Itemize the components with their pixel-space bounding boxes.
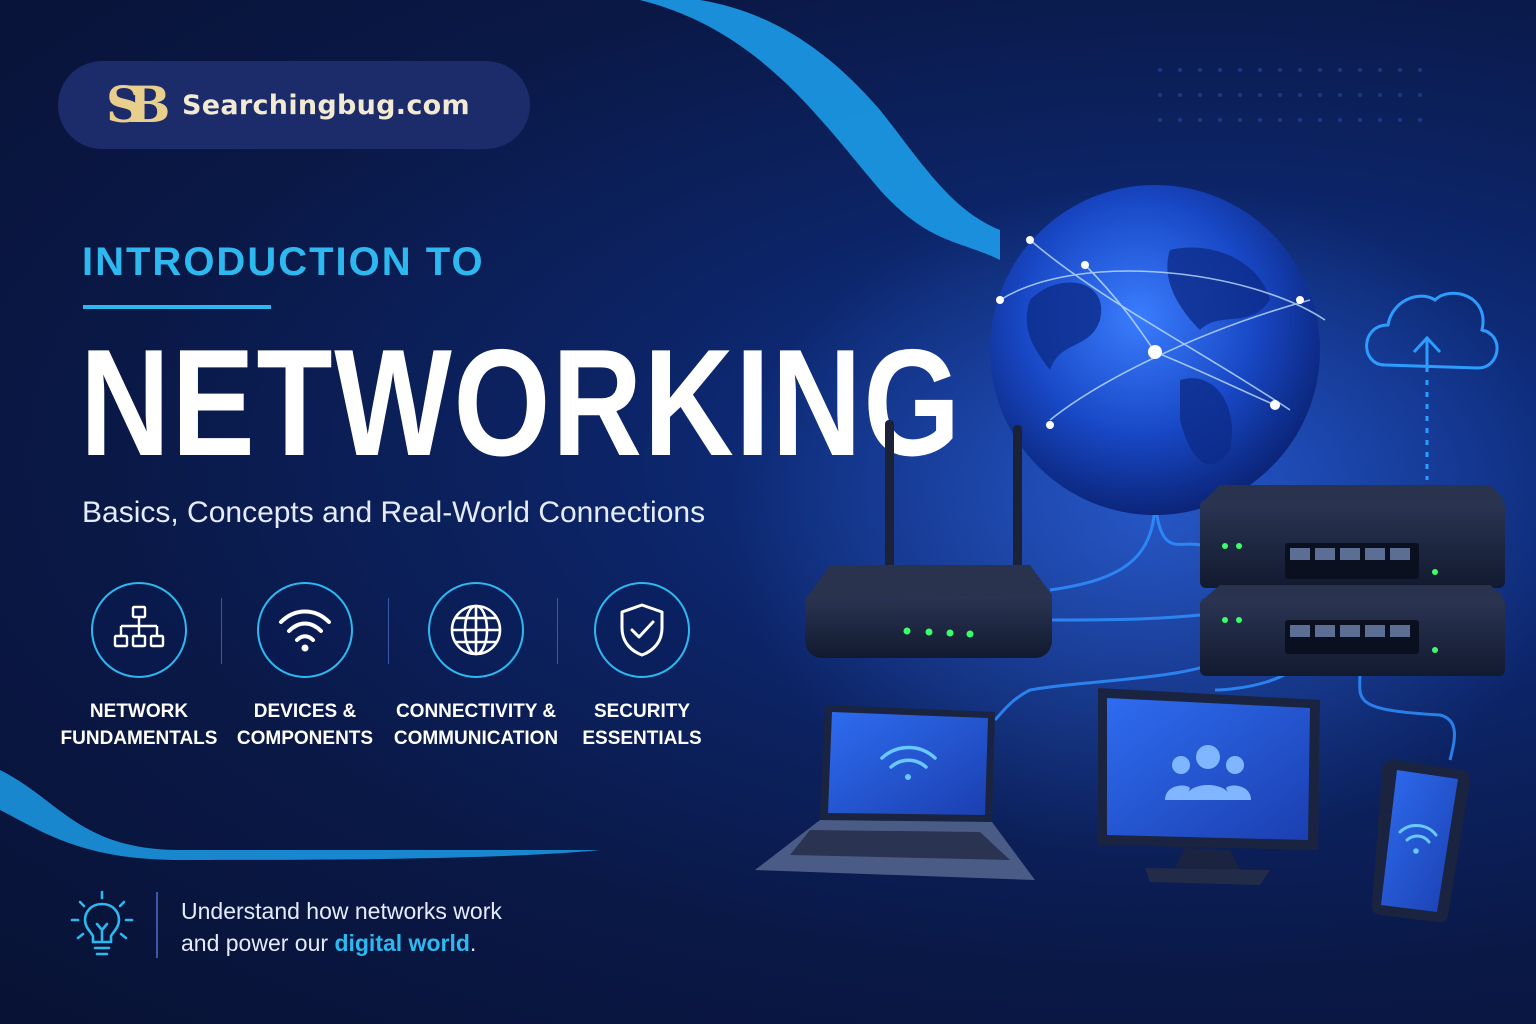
- wifi-icon: [279, 609, 331, 652]
- tip-line-1: Understand how networks work: [181, 898, 502, 924]
- feature-divider: [221, 598, 222, 664]
- router-illustration: [805, 420, 1052, 658]
- feature-icon-circle: [257, 582, 353, 678]
- feature-label: DEVICES & COMPONENTS: [236, 701, 374, 749]
- network-switch-top: [1200, 485, 1505, 588]
- hierarchy-icon: [113, 605, 165, 648]
- feature-divider: [388, 598, 389, 664]
- laptop-illustration: [755, 705, 1035, 880]
- users-group-icon: [1165, 745, 1251, 800]
- globe-icon: [450, 604, 502, 656]
- feature-label: NETWORK FUNDAMENTALS: [60, 701, 218, 749]
- monitor-illustration: [1098, 688, 1320, 885]
- phone-wifi-icon: [1398, 824, 1438, 854]
- lightbulb-icon: [70, 890, 134, 956]
- feature-icon-circle: [594, 582, 690, 678]
- brand-logo-pill[interactable]: SB Searchingbug.com: [58, 61, 530, 149]
- shield-check-icon: [620, 603, 664, 657]
- smartphone-illustration: [1371, 759, 1470, 923]
- tip-divider: [156, 892, 158, 958]
- feature-icon-circle: [428, 582, 524, 678]
- laptop-wifi-icon: [880, 745, 937, 780]
- tip-line-2-prefix: and power our: [181, 930, 335, 956]
- hero-subtitle: Basics, Concepts and Real-World Connecti…: [82, 496, 706, 529]
- globe-illustration: [990, 185, 1326, 515]
- kicker-underline: [83, 305, 271, 309]
- feature-label: SECURITY ESSENTIALS: [582, 701, 702, 749]
- tip-line-2: and power our digital world.: [181, 927, 502, 959]
- feature-network-fundamentals: NETWORK FUNDAMENTALS: [39, 582, 239, 752]
- tip-highlight: digital world: [334, 930, 470, 956]
- hero-title: NETWORKING: [80, 318, 962, 488]
- feature-divider: [557, 598, 558, 664]
- brand-name: Searchingbug.com: [182, 89, 470, 121]
- tip-text: Understand how networks work and power o…: [181, 895, 502, 959]
- feature-devices-components: DEVICES & COMPONENTS: [205, 582, 405, 752]
- hero-kicker: INTRODUCTION TO: [82, 240, 485, 284]
- feature-connectivity-communication: CONNECTIVITY & COMMUNICATION: [376, 582, 576, 752]
- cloud-upload-icon: [1365, 291, 1499, 480]
- feature-icon-circle: [91, 582, 187, 678]
- feature-security-essentials: SECURITY ESSENTIALS: [542, 582, 742, 752]
- tip-line-2-suffix: .: [469, 930, 477, 956]
- feature-label: CONNECTIVITY & COMMUNICATION: [393, 701, 559, 749]
- brand-monogram: SB: [106, 75, 170, 134]
- network-switch-bottom: [1200, 585, 1505, 676]
